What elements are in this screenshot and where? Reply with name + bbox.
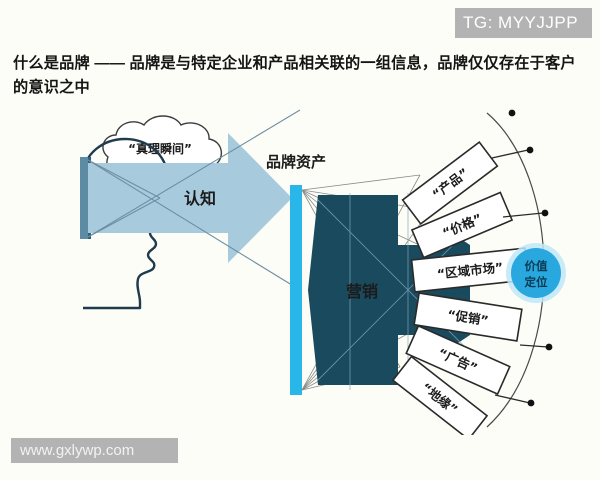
marketing-arrow-label: 营销 [346, 282, 378, 301]
mix-label-promotion: “促销” [413, 292, 523, 342]
mix-label-place-text: “区域市场” [436, 260, 504, 282]
value-positioning-circle: 价值 定位 [506, 243, 566, 303]
value-circle-line1: 价值 [525, 259, 548, 273]
perception-arrow-label: 认知 [184, 189, 216, 208]
brand-concept-diagram: “真理瞬间” 认知 品牌资产 [80, 109, 566, 435]
telegram-handle-badge: TG: MYYJJPP [455, 8, 592, 38]
thought-bubble-label: “真理瞬间” [128, 141, 192, 156]
page-title: 什么是品牌 —— 品牌是与特定企业和产品相关联的一组信息，品牌仅仅存在于客户的意… [13, 55, 576, 97]
brand-asset-title: 品牌资产 [266, 153, 326, 171]
marketing-arrow: 营销 [308, 193, 470, 390]
site-watermark: www.gxlywp.com [11, 438, 178, 463]
mix-label-price: “价格” [410, 191, 514, 259]
value-circle-line2: 定位 [525, 275, 548, 289]
mix-label-advertising: “广告” [405, 324, 511, 396]
perception-arrow: 认知 [87, 109, 301, 291]
brand-asset-bar: 品牌资产 [266, 153, 326, 395]
mix-label-place: “区域市场” [410, 247, 530, 293]
mix-label-promotion-text: “促销” [446, 307, 489, 328]
